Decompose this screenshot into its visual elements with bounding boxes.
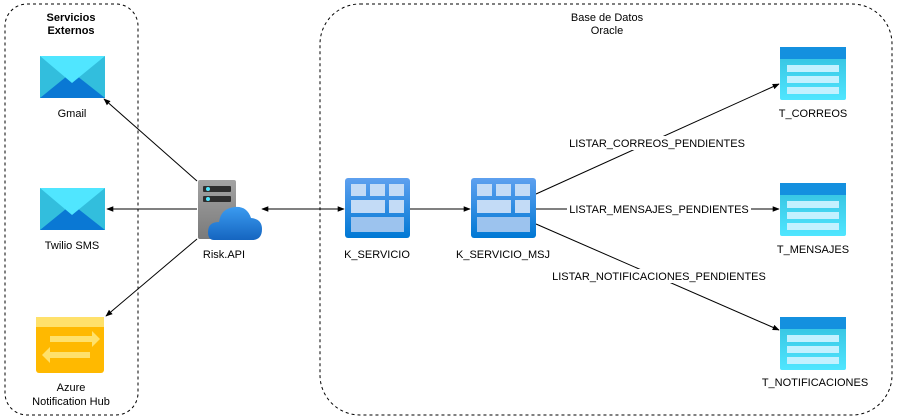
table-icon bbox=[780, 47, 846, 100]
edge-api-gmail bbox=[103, 98, 198, 182]
t-mensajes-node: T_MENSAJES bbox=[777, 183, 849, 256]
table-icon bbox=[780, 183, 846, 236]
database-group-title-line1: Base de Datos bbox=[571, 12, 644, 24]
risk-api-node: Risk.API bbox=[198, 180, 262, 261]
edge-label-mensajes: LISTAR_MENSAJES_PENDIENTES bbox=[569, 204, 749, 216]
notification-hub-icon bbox=[36, 317, 104, 373]
mail-icon bbox=[40, 56, 105, 98]
k-servicio-msj-node: K_SERVICIO_MSJ bbox=[456, 178, 550, 261]
external-group-title-line1: Servicios bbox=[47, 12, 96, 24]
external-group-title-line2: Externos bbox=[47, 25, 94, 37]
t-notificaciones-node: T_NOTIFICACIONES bbox=[762, 317, 868, 389]
package-grid-icon bbox=[345, 178, 410, 238]
twilio-node: Twilio SMS bbox=[40, 188, 105, 252]
database-group-title-line2: Oracle bbox=[591, 25, 623, 37]
k-servicio-msj-label: K_SERVICIO_MSJ bbox=[456, 249, 550, 261]
t-mensajes-label: T_MENSAJES bbox=[777, 244, 849, 256]
twilio-label: Twilio SMS bbox=[45, 240, 99, 252]
gmail-node: Gmail bbox=[40, 56, 105, 120]
t-correos-node: T_CORREOS bbox=[779, 47, 847, 120]
t-correos-label: T_CORREOS bbox=[779, 108, 847, 120]
azure-label-line2: Notification Hub bbox=[32, 396, 110, 408]
server-cloud-icon bbox=[198, 180, 262, 240]
edge-label-notificaciones: LISTAR_NOTIFICACIONES_PENDIENTES bbox=[552, 271, 766, 283]
edge-labels: LISTAR_CORREOS_PENDIENTES LISTAR_MENSAJE… bbox=[550, 136, 768, 283]
k-servicio-label: K_SERVICIO bbox=[344, 249, 410, 261]
mail-icon bbox=[40, 188, 105, 230]
k-servicio-node: K_SERVICIO bbox=[344, 178, 410, 261]
azure-node: Azure Notification Hub bbox=[32, 317, 110, 408]
t-notificaciones-label: T_NOTIFICACIONES bbox=[762, 377, 868, 389]
azure-label-line1: Azure bbox=[57, 382, 86, 394]
edge-api-azure bbox=[105, 238, 198, 317]
package-grid-icon bbox=[471, 178, 536, 238]
risk-api-label: Risk.API bbox=[203, 249, 245, 261]
table-icon bbox=[780, 317, 846, 370]
gmail-label: Gmail bbox=[58, 108, 87, 120]
edge-label-correos: LISTAR_CORREOS_PENDIENTES bbox=[569, 138, 745, 150]
